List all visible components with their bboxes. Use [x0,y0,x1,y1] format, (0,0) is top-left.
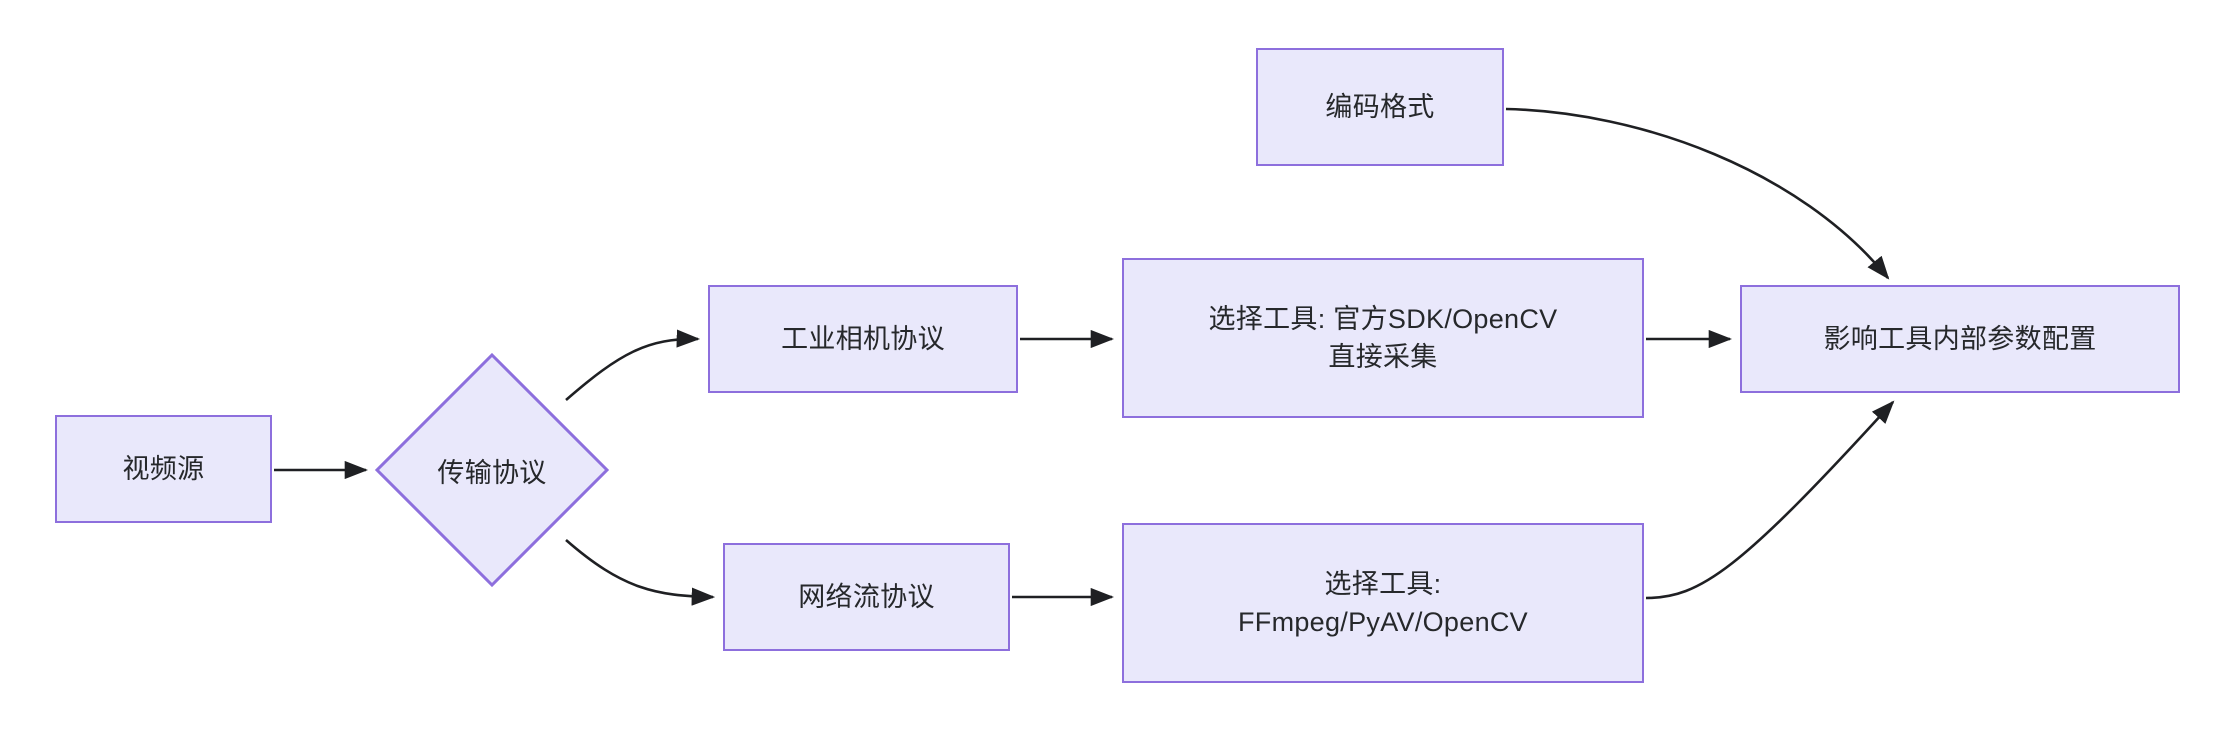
node-transport-label: 传输协议 [437,457,547,488]
node-affects-params[interactable]: 影响工具内部参数配置 [1740,285,2180,393]
node-video-source[interactable]: 视频源 [55,415,272,523]
node-industrial-cam[interactable]: 工业相机协议 [708,285,1018,393]
node-tool-ffmpeg[interactable]: 选择工具: FFmpeg/PyAV/OpenCV [1122,523,1644,683]
node-codec-format[interactable]: 编码格式 [1256,48,1504,166]
edge-tool-ffmpeg-to-affects-params [1645,400,1895,600]
diamond-shape [374,352,610,588]
edge-codec-format-to-affects-params [1505,107,1890,280]
node-transport[interactable]: 传输协议 [374,352,610,588]
node-tool-sdk[interactable]: 选择工具: 官方SDK/OpenCV 直接采集 [1122,258,1644,418]
node-network-stream[interactable]: 网络流协议 [723,543,1010,651]
